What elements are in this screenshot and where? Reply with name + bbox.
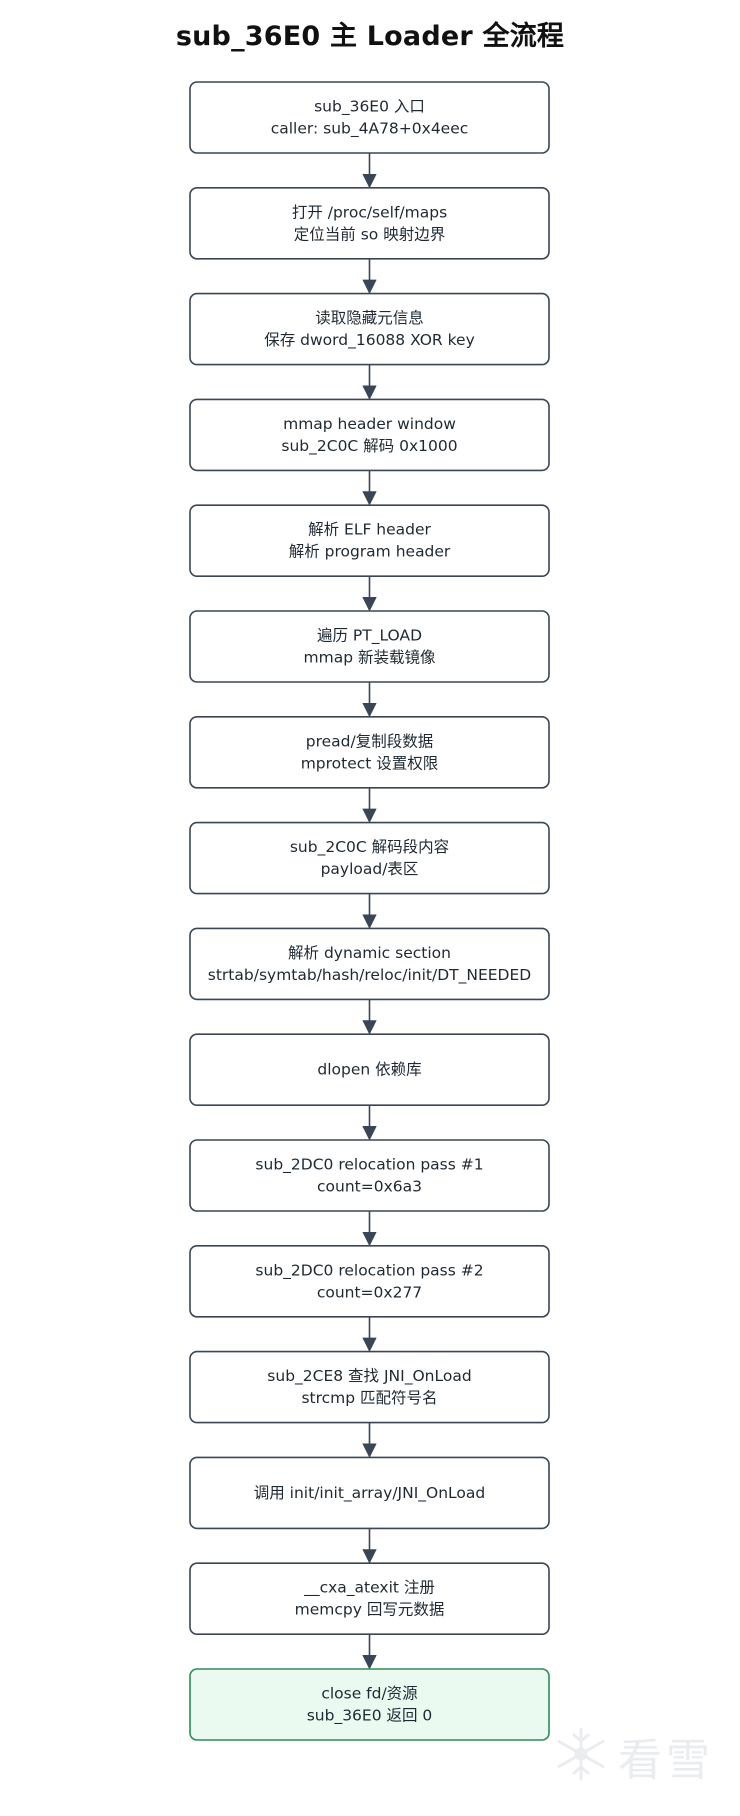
flow-step-label: strcmp 匹配符号名 <box>301 1389 437 1407</box>
flow-step: sub_2DC0 relocation pass #1 count=0x6a3 <box>189 1139 550 1212</box>
flow-step: 解析 ELF header 解析 program header <box>189 504 550 578</box>
page-title: sub_36E0 主 Loader 全流程 <box>175 21 565 52</box>
flow-step-label: sub_36E0 返回 0 <box>307 1707 433 1726</box>
flow-step-label: sub_2DC0 relocation pass #1 <box>255 1156 483 1175</box>
flow-step-label: __cxa_atexit 注册 <box>303 1579 435 1598</box>
flow-step-label: 读取隐藏元信息 <box>315 309 424 327</box>
flow-step-label: mmap header window <box>283 415 456 433</box>
flow-step-label: 遍历 PT_LOAD <box>317 627 422 646</box>
flow-step-box <box>189 1456 550 1530</box>
flow-step-label: strtab/symtab/hash/reloc/init/DT_NEEDED <box>208 966 531 985</box>
flow-step-label: dlopen 依赖库 <box>317 1061 421 1079</box>
flow-step: pread/复制段数据 mprotect 设置权限 <box>189 715 550 789</box>
flow-step: mmap header window sub_2C0C 解码 0x1000 <box>189 398 550 472</box>
flow-step-label: 解析 dynamic section <box>288 944 451 962</box>
flow-step-box <box>189 187 550 260</box>
flow-step-box <box>189 1139 550 1212</box>
flow-step-label: mmap 新装载镜像 <box>304 648 436 667</box>
flow-step-label: sub_2C0C 解码 0x1000 <box>281 437 457 456</box>
flow-step-label: mprotect 设置权限 <box>301 754 439 772</box>
snowflake-icon <box>552 1725 610 1788</box>
flow-step: sub_2C0C 解码段内容 payload/表区 <box>189 821 550 895</box>
flow-step-label: sub_36E0 入口 <box>314 98 425 117</box>
flow-step-box <box>189 81 550 154</box>
flow-step: close fd/资源 sub_36E0 返回 0 <box>189 1668 550 1741</box>
flow-step-box <box>189 927 550 1001</box>
flow-step-box <box>189 292 550 366</box>
flow-step-box <box>189 1350 550 1424</box>
flow-step-box <box>189 504 550 578</box>
flow-step-label: count=0x6a3 <box>317 1178 422 1196</box>
flow-step-box <box>189 398 550 472</box>
flow-step-label: 解析 program header <box>289 543 451 561</box>
flow-nodes: sub_36E0 入口 caller: sub_4A78+0x4eec 打开 /pr… <box>189 81 550 1741</box>
watermark: 看雪 <box>552 1724 714 1788</box>
watermark-text: 看雪 <box>618 1735 714 1786</box>
flow-step: 打开 /proc/self/maps 定位当前 so 映射边界 <box>189 187 550 260</box>
flow-step: 调用 init/init_array/JNI_OnLoad <box>189 1456 550 1530</box>
flow-step-box <box>189 1033 550 1106</box>
flow-step-box <box>189 610 550 683</box>
flow-step-label: 调用 init/init_array/JNI_OnLoad <box>254 1484 486 1503</box>
flow-step-label: payload/表区 <box>321 860 419 878</box>
flow-step-label: sub_2CE8 查找 JNI_OnLoad <box>267 1367 471 1386</box>
flow-step-box <box>189 821 550 895</box>
flow-step: sub_36E0 入口 caller: sub_4A78+0x4eec <box>189 81 550 154</box>
flow-step-label: 定位当前 so 映射边界 <box>294 225 445 243</box>
flow-step-box <box>189 1245 550 1318</box>
flow-step-label: 保存 dword_16088 XOR key <box>264 331 475 350</box>
flow-step: sub_2DC0 relocation pass #2 count=0x277 <box>189 1245 550 1318</box>
flow-step: __cxa_atexit 注册 memcpy 回写元数据 <box>189 1562 550 1635</box>
flow-step-box-final <box>189 1668 550 1741</box>
flow-step-box <box>189 1562 550 1635</box>
flow-step-label: 打开 /proc/self/maps <box>292 203 447 221</box>
flow-step-label: close fd/资源 <box>321 1685 417 1703</box>
flow-step: dlopen 依赖库 <box>189 1033 550 1106</box>
flow-step-label: pread/复制段数据 <box>306 732 433 750</box>
flow-step-label: sub_2C0C 解码段内容 <box>290 838 449 857</box>
flow-step-label: count=0x277 <box>317 1283 422 1301</box>
flow-step-label: caller: sub_4A78+0x4eec <box>271 120 469 139</box>
flow-step: 解析 dynamic section strtab/symtab/hash/rel… <box>189 927 550 1001</box>
flow-step-label: sub_2DC0 relocation pass #2 <box>255 1261 483 1280</box>
flow-step-box <box>189 715 550 789</box>
flow-step-label: 解析 ELF header <box>308 521 431 539</box>
flow-step-label: memcpy 回写元数据 <box>295 1601 445 1619</box>
